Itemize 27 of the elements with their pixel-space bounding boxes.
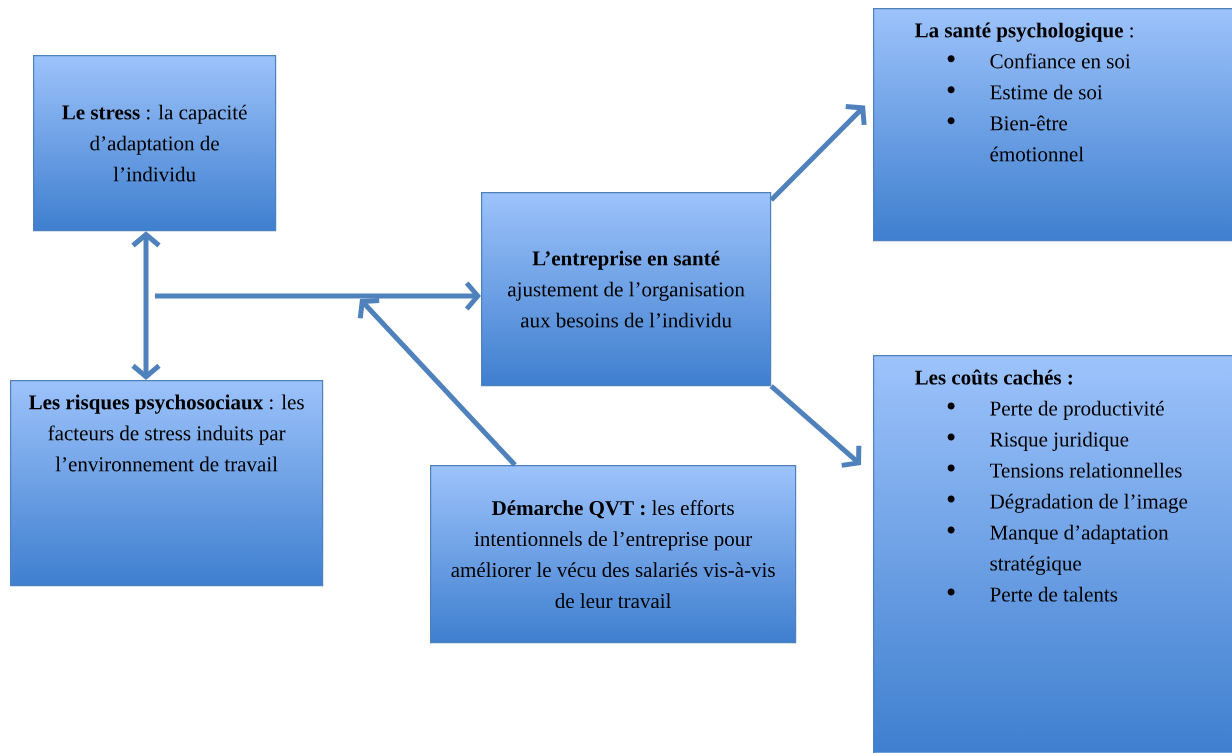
arrow (769, 104, 867, 202)
list-heading: La santé psychologique : (914, 22, 1133, 42)
list-item: Bien-être émotionnel (990, 115, 1084, 162)
list-item: Perte de talents (990, 586, 1118, 602)
box-text: Le stress : la capacité d’adaptation de l’individu (62, 104, 247, 182)
list-item: Perte de productivité (990, 400, 1164, 420)
text-box (873, 355, 1232, 753)
arrow (357, 298, 517, 467)
arrow (769, 384, 862, 468)
box-heading: L’entreprise en santé (532, 250, 720, 270)
text-box (33, 55, 277, 232)
list-item: Confiance en soi (990, 53, 1131, 69)
text-box (430, 465, 797, 644)
text-box (10, 380, 324, 587)
box-text: Les risques psychosociaux : les facteurs de stress induits par l’environnement de travail (29, 394, 304, 472)
list-item: Tensions relationnelles (990, 462, 1182, 478)
list-item: Estime de soi (990, 84, 1103, 100)
text-box (481, 192, 772, 387)
list-heading: Les coûts cachés : (914, 369, 1072, 385)
text-box (873, 8, 1232, 242)
list-item: Dégradation de l’image (990, 493, 1188, 513)
box-text: Démarche QVT : les efforts intentionnels de l’entreprise pour améliorer le vécu des salariés vis-à-vis de leur travail (451, 500, 775, 609)
arrow (155, 281, 481, 311)
box-text: ajustement de l’organisation aux besoins de l’individu (508, 281, 745, 328)
list-item: Manque d’adaptation stratégique (990, 524, 1169, 575)
list-item: Risque juridique (990, 431, 1129, 451)
arrow (131, 231, 161, 380)
